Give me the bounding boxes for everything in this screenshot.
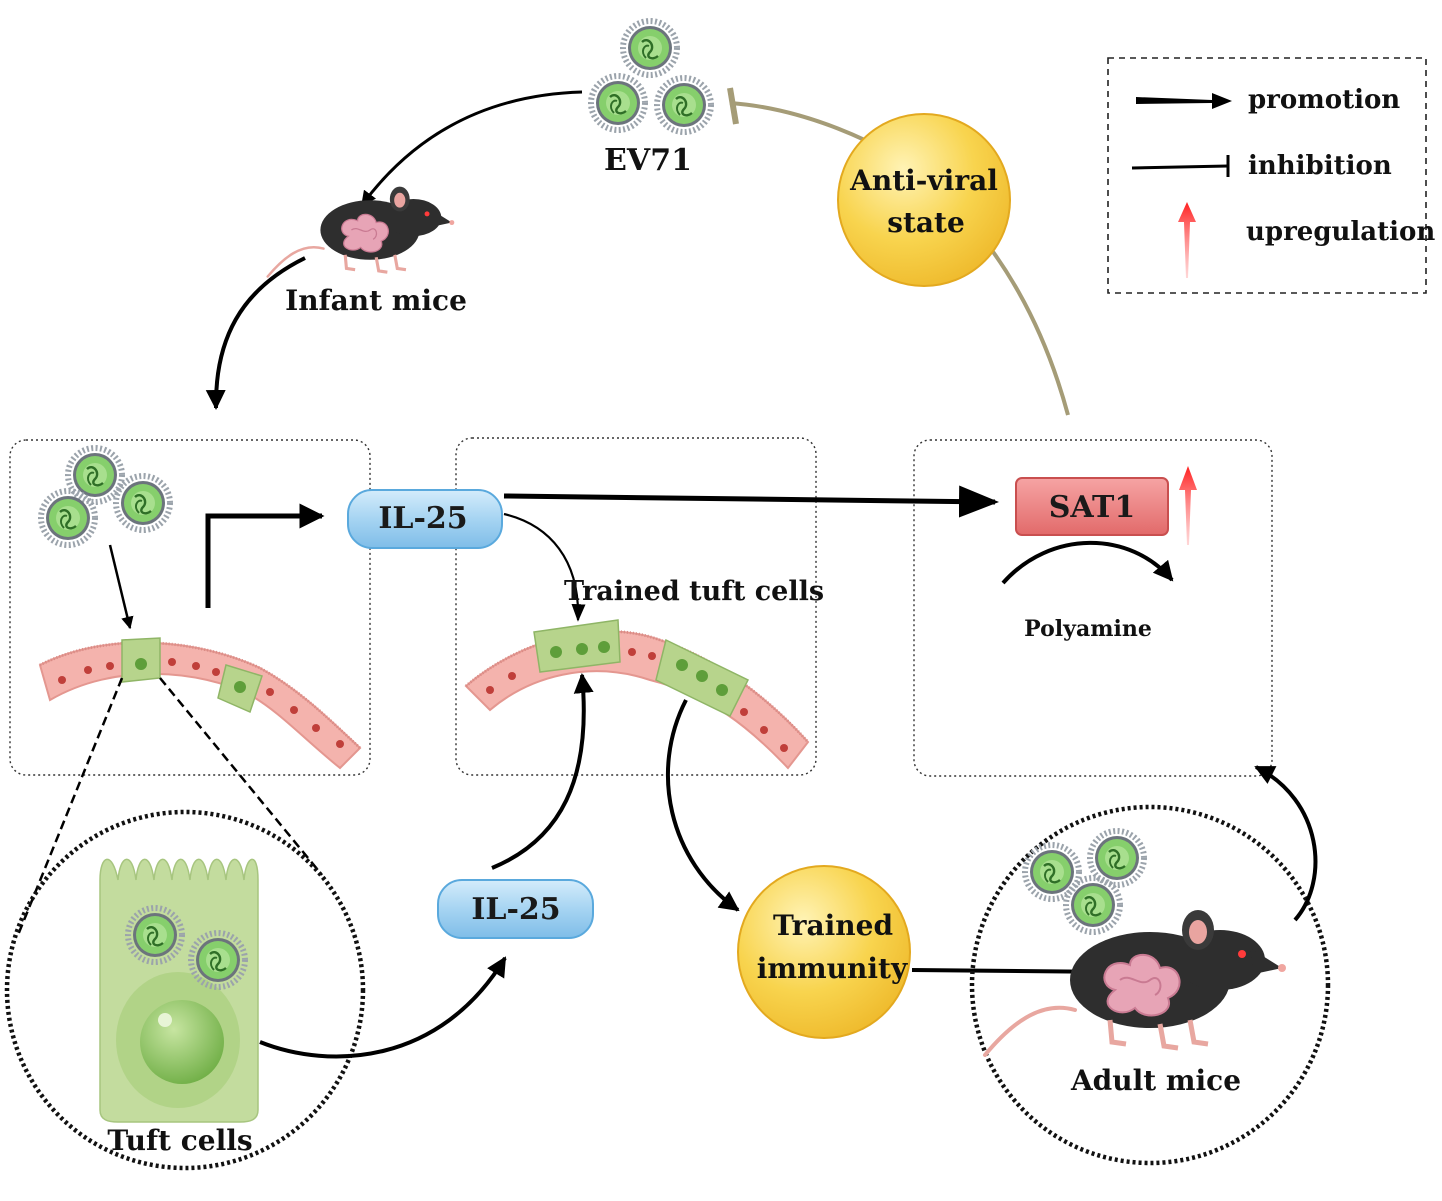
virus-icon bbox=[116, 476, 170, 530]
adult-mice-zoom-circle bbox=[969, 804, 1331, 1166]
upregulation-arrow-icon bbox=[1179, 466, 1197, 545]
panel-trained bbox=[455, 437, 817, 776]
virus-icon bbox=[68, 448, 122, 502]
arrow-adult-to-sat1-panel bbox=[1254, 765, 1318, 922]
legend-inhibition-label: inhibition bbox=[1248, 151, 1392, 181]
tuft-cell-zoom-circle bbox=[4, 809, 366, 1171]
legend-upregulation-label: upregulation bbox=[1246, 217, 1435, 247]
virus-icon bbox=[623, 21, 677, 75]
virus-icon-cluster-adult bbox=[1025, 831, 1144, 932]
polyamine-label: Polyamine bbox=[1024, 616, 1152, 642]
arrow-epithelium-to-il25 bbox=[205, 503, 325, 608]
antiviral-label-line1: Anti-viral bbox=[849, 164, 998, 197]
virus-icon bbox=[591, 76, 645, 130]
virus-label: EV71 bbox=[604, 143, 692, 178]
legend-upregulation-arrow-icon bbox=[1178, 202, 1196, 278]
trained-tuft-cells-label: Trained tuft cells bbox=[564, 576, 824, 607]
arrow-tuft-to-il25 bbox=[259, 956, 507, 1059]
legend: promotion inhibition upregulation bbox=[1107, 57, 1435, 294]
sat1-label: SAT1 bbox=[1049, 490, 1136, 525]
tuft-cell-icon bbox=[99, 858, 259, 1123]
virus-icon bbox=[657, 78, 711, 132]
antiviral-label-line2: state bbox=[887, 206, 965, 239]
virus-icon-cluster-panel bbox=[41, 448, 170, 545]
infant-mice-label: Infant mice bbox=[285, 284, 467, 317]
panel-infection bbox=[9, 439, 371, 776]
trained-immunity-circle bbox=[737, 865, 911, 1039]
legend-box bbox=[1107, 57, 1427, 294]
virus-icon-cluster-top bbox=[591, 21, 711, 132]
sat1-box: SAT1 bbox=[1015, 477, 1169, 536]
virus-icon bbox=[1090, 831, 1144, 885]
trained-immunity-line2: immunity bbox=[757, 952, 908, 985]
legend-inhibition-icon bbox=[1131, 164, 1229, 170]
legend-promotion-label: promotion bbox=[1248, 85, 1400, 115]
arrow-epithelium-to-trained-immunity bbox=[665, 699, 740, 912]
arrow-il25-to-trained bbox=[503, 512, 586, 622]
arrow-il25-bottom-to-epithelium bbox=[491, 673, 594, 870]
virus-icon bbox=[1066, 878, 1120, 932]
tuft-cells-label: Tuft cells bbox=[107, 1124, 252, 1157]
inhibition-bar bbox=[727, 87, 739, 125]
epithelium-icon-trained bbox=[464, 619, 810, 770]
adult-mice-label: Adult mice bbox=[1070, 1064, 1241, 1097]
arrow-virus-to-epithelium bbox=[108, 544, 134, 630]
zoom-line-right bbox=[159, 677, 323, 876]
arrow-infant-to-panel bbox=[205, 256, 306, 410]
virus-icon bbox=[41, 491, 95, 545]
il25-bottom-pill: IL-25 bbox=[437, 879, 594, 939]
il25-top-pill: IL-25 bbox=[347, 489, 503, 549]
arrow-virus-to-infant bbox=[360, 90, 583, 207]
trained-immunity-line1: Trained bbox=[773, 909, 893, 942]
il25-bottom-label: IL-25 bbox=[471, 892, 560, 927]
legend-promotion-arrow-icon bbox=[1136, 93, 1232, 109]
antiviral-state-circle bbox=[837, 113, 1011, 287]
il25-top-label: IL-25 bbox=[378, 501, 467, 536]
virus-icon bbox=[1025, 845, 1079, 899]
arrow-il25-to-sat1 bbox=[503, 485, 999, 518]
polyamine-arrow bbox=[1001, 540, 1174, 585]
epithelium-icon-infant bbox=[38, 637, 362, 770]
mouse-icon-adult bbox=[985, 910, 1286, 1055]
